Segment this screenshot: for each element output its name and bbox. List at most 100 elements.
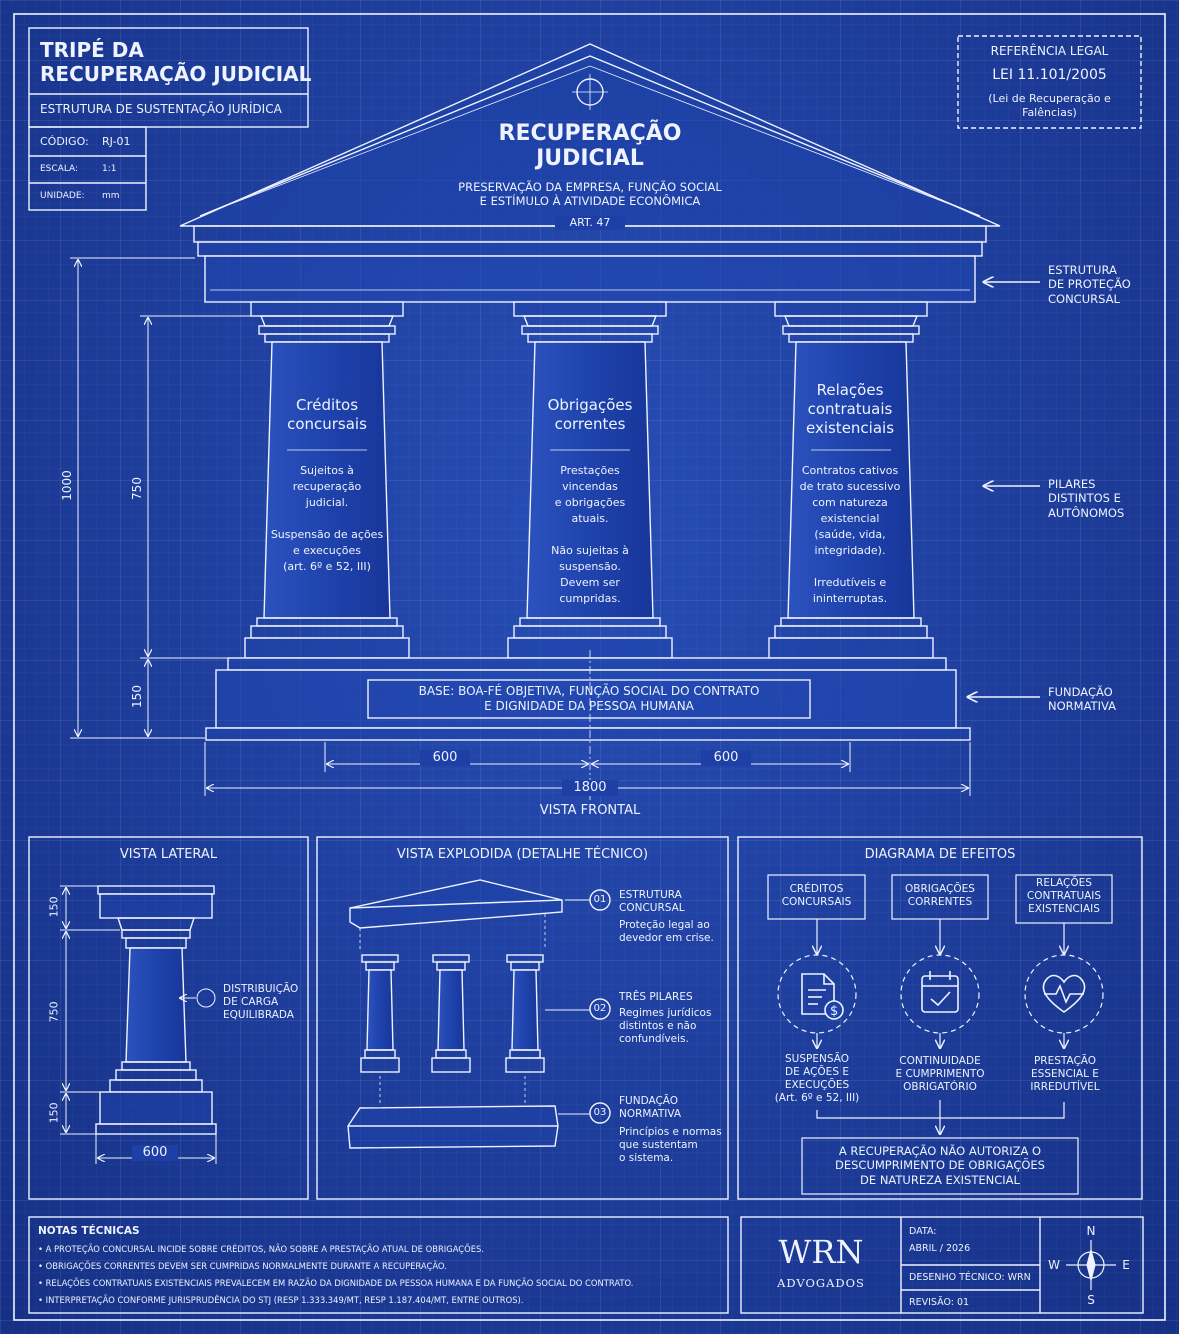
effects-connectors xyxy=(767,874,1113,1195)
pediment-title: RECUPERAÇÃO JUDICIAL xyxy=(498,121,682,171)
notes-panel xyxy=(28,1216,729,1314)
note-2-text: OBRIGAÇÕES CORRENTES DEVEM SER CUMPRIDAS… xyxy=(45,1261,447,1271)
base-text: BASE: BOA-FÉ OBJETIVA, FUNÇÃO SOCIAL DO … xyxy=(418,684,760,713)
exploded-item-3-text: Princípios e normas que sustentam o sist… xyxy=(619,1126,722,1165)
exploded-num-2: 02 xyxy=(593,1003,607,1014)
side-view-title: VISTA LATERAL xyxy=(119,847,218,862)
code-label: CÓDIGO: xyxy=(40,135,89,148)
side-dim-bottom: 150 xyxy=(47,1102,61,1124)
pediment-subtitle: PRESERVAÇÃO DA EMPRESA, FUNÇÃO SOCIAL E … xyxy=(458,180,722,209)
dollar-glyph: $ xyxy=(830,1004,838,1019)
effect-col-2-label: OBRIGAÇÕES CORRENTES xyxy=(905,883,975,909)
unit-label: UNIDADE: xyxy=(40,191,85,201)
scale-value: 1:1 xyxy=(102,164,117,174)
callout-pillars: PILARES DISTINTOS E AUTÔNOMOS xyxy=(1048,477,1125,520)
pillar-1-text: Sujeitos à recuperação judicial. Suspens… xyxy=(270,464,384,573)
exploded-num-3: 03 xyxy=(593,1107,607,1118)
exploded-item-2-title: TRÊS PILARES xyxy=(619,991,693,1003)
legal-ref-law-name: (Lei de Recuperação e Falências) xyxy=(988,92,1111,119)
effects-panel xyxy=(737,836,1143,1200)
side-dim-top: 150 xyxy=(47,896,61,918)
pillar-3-text: Contratos cativos de trato sucessivo com… xyxy=(799,464,901,605)
note-2: • OBRIGAÇÕES CORRENTES DEVEM SER CUMPRID… xyxy=(38,1261,447,1271)
code-value: RJ-01 xyxy=(102,135,131,148)
dim-total-width: 1800 xyxy=(562,780,618,797)
document-dollar-icon xyxy=(801,973,844,1020)
note-4: • INTERPRETAÇÃO CONFORME JURISPRUDÊNCIA … xyxy=(38,1295,524,1305)
dim-base-height: 150 xyxy=(129,685,144,708)
exploded-title: VISTA EXPLODIDA (DETALHE TÉCNICO) xyxy=(396,847,649,862)
revision: REVISÃO: 01 xyxy=(909,1297,970,1308)
exploded-column-2 xyxy=(431,954,471,1073)
pediment-article: ART. 47 xyxy=(555,216,625,230)
legal-ref-heading: REFERÊNCIA LEGAL xyxy=(990,44,1109,58)
drawing-subtitle: ESTRUTURA DE SUSTENTAÇÃO JURÍDICA xyxy=(40,102,282,116)
scale-label: ESCALA: xyxy=(40,164,79,174)
column-1 xyxy=(244,301,410,659)
pillar-1-title: Créditos concursais xyxy=(287,396,367,433)
exploded-column-1 xyxy=(360,954,400,1073)
drawing-credit: DESENHO TÉCNICO: WRN xyxy=(909,1272,1031,1283)
side-dim-mid: 750 xyxy=(47,1001,61,1023)
side-view-panel xyxy=(28,836,309,1200)
note-1-text: A PROTEÇÃO CONCURSAL INCIDE SOBRE CRÉDIT… xyxy=(45,1244,485,1254)
effect-col-2-result: CONTINUIDADE E CUMPRIMENTO OBRIGATÓRIO xyxy=(895,1055,985,1094)
entablature xyxy=(197,241,983,303)
compass-e: E xyxy=(1122,1258,1130,1272)
title-box xyxy=(28,27,309,128)
unit-value: mm xyxy=(102,191,120,201)
notes-heading: NOTAS TÉCNICAS xyxy=(38,1225,140,1237)
dim-span-right: 600 xyxy=(701,750,751,767)
front-view-label: VISTA FRONTAL xyxy=(539,803,641,818)
pillar-3-title: Relações contratuais existenciais xyxy=(805,381,895,437)
pillar-2-text: Prestações vincendas e obrigações atuais… xyxy=(551,464,629,605)
compass-s: S xyxy=(1087,1293,1095,1307)
effect-col-1-label: CRÉDITOS CONCURSAIS xyxy=(781,883,852,909)
firm-logo: WRN xyxy=(778,1233,864,1271)
side-load-label: DISTRIBUIÇÃO DE CARGA EQUILIBRADA xyxy=(223,983,299,1022)
callout-foundation: FUNDAÇÃO NORMATIVA xyxy=(1048,685,1116,714)
note-4-text: INTERPRETAÇÃO CONFORME JURISPRUDÊNCIA DO… xyxy=(45,1295,524,1305)
effect-col-1-result: SUSPENSÃO DE AÇÕES E EXECUÇÕES (Art. 6º … xyxy=(774,1053,860,1105)
date-label: DATA: xyxy=(909,1226,937,1237)
side-dim-width: 600 xyxy=(132,1145,178,1162)
exploded-drawing xyxy=(347,879,611,1149)
side-view-dimensions xyxy=(60,885,217,1164)
compass-icon xyxy=(1066,1240,1116,1290)
effect-col-3-label: RELAÇÕES CONTRATUAIS EXISTENCIAIS xyxy=(1026,877,1102,916)
effects-conclusion: A RECUPERAÇÃO NÃO AUTORIZA O DESCUMPRIME… xyxy=(835,1144,1045,1187)
firm-subtitle: ADVOGADOS xyxy=(777,1276,865,1290)
exploded-item-2-text: Regimes jurídicos distintos e não confun… xyxy=(619,1007,712,1046)
base xyxy=(205,657,971,741)
effect-col-3-result: PRESTAÇÃO ESSENCIAL E IRREDUTÍVEL xyxy=(1030,1055,1100,1094)
columns xyxy=(244,301,934,659)
dim-span-left: 600 xyxy=(420,750,470,767)
dim-column-height: 750 xyxy=(129,477,144,500)
heart-pulse-icon xyxy=(1042,974,1086,1013)
title-block-panel xyxy=(740,1216,1144,1314)
exploded-item-1-text: Proteção legal ao devedor em crise. xyxy=(619,919,714,945)
exploded-panel xyxy=(316,836,729,1200)
compass-w: W xyxy=(1048,1258,1060,1272)
exploded-item-3-title: FUNDAÇÃO NORMATIVA xyxy=(619,1095,682,1121)
note-3: • RELAÇÕES CONTRATUAIS EXISTENCIAIS PREV… xyxy=(38,1278,634,1288)
pillar-2-title: Obrigações correntes xyxy=(547,396,633,433)
legal-ref-law: LEI 11.101/2005 xyxy=(992,67,1107,83)
legal-ref-box xyxy=(957,35,1142,129)
calendar-check-icon xyxy=(921,971,959,1013)
exploded-column-3 xyxy=(505,954,545,1073)
compass-n: N xyxy=(1086,1224,1096,1238)
drawing-title: TRIPÉ DA RECUPERAÇÃO JUDICIAL xyxy=(40,38,312,86)
date-value: ABRIL / 2026 xyxy=(909,1243,971,1254)
outer-frame xyxy=(13,13,1166,1321)
exploded-item-1-title: ESTRUTURA CONCURSAL xyxy=(619,889,685,915)
dim-total-height: 1000 xyxy=(59,470,74,501)
callout-structure: ESTRUTURA DE PROTEÇÃO CONCURSAL xyxy=(1048,263,1131,306)
exploded-num-1: 01 xyxy=(593,894,607,905)
note-3-text: RELAÇÕES CONTRATUAIS EXISTENCIAIS PREVAL… xyxy=(45,1278,634,1288)
column-3 xyxy=(768,301,934,659)
note-1: • A PROTEÇÃO CONCURSAL INCIDE SOBRE CRÉD… xyxy=(38,1244,485,1254)
effects-title: DIAGRAMA DE EFEITOS xyxy=(864,847,1016,862)
